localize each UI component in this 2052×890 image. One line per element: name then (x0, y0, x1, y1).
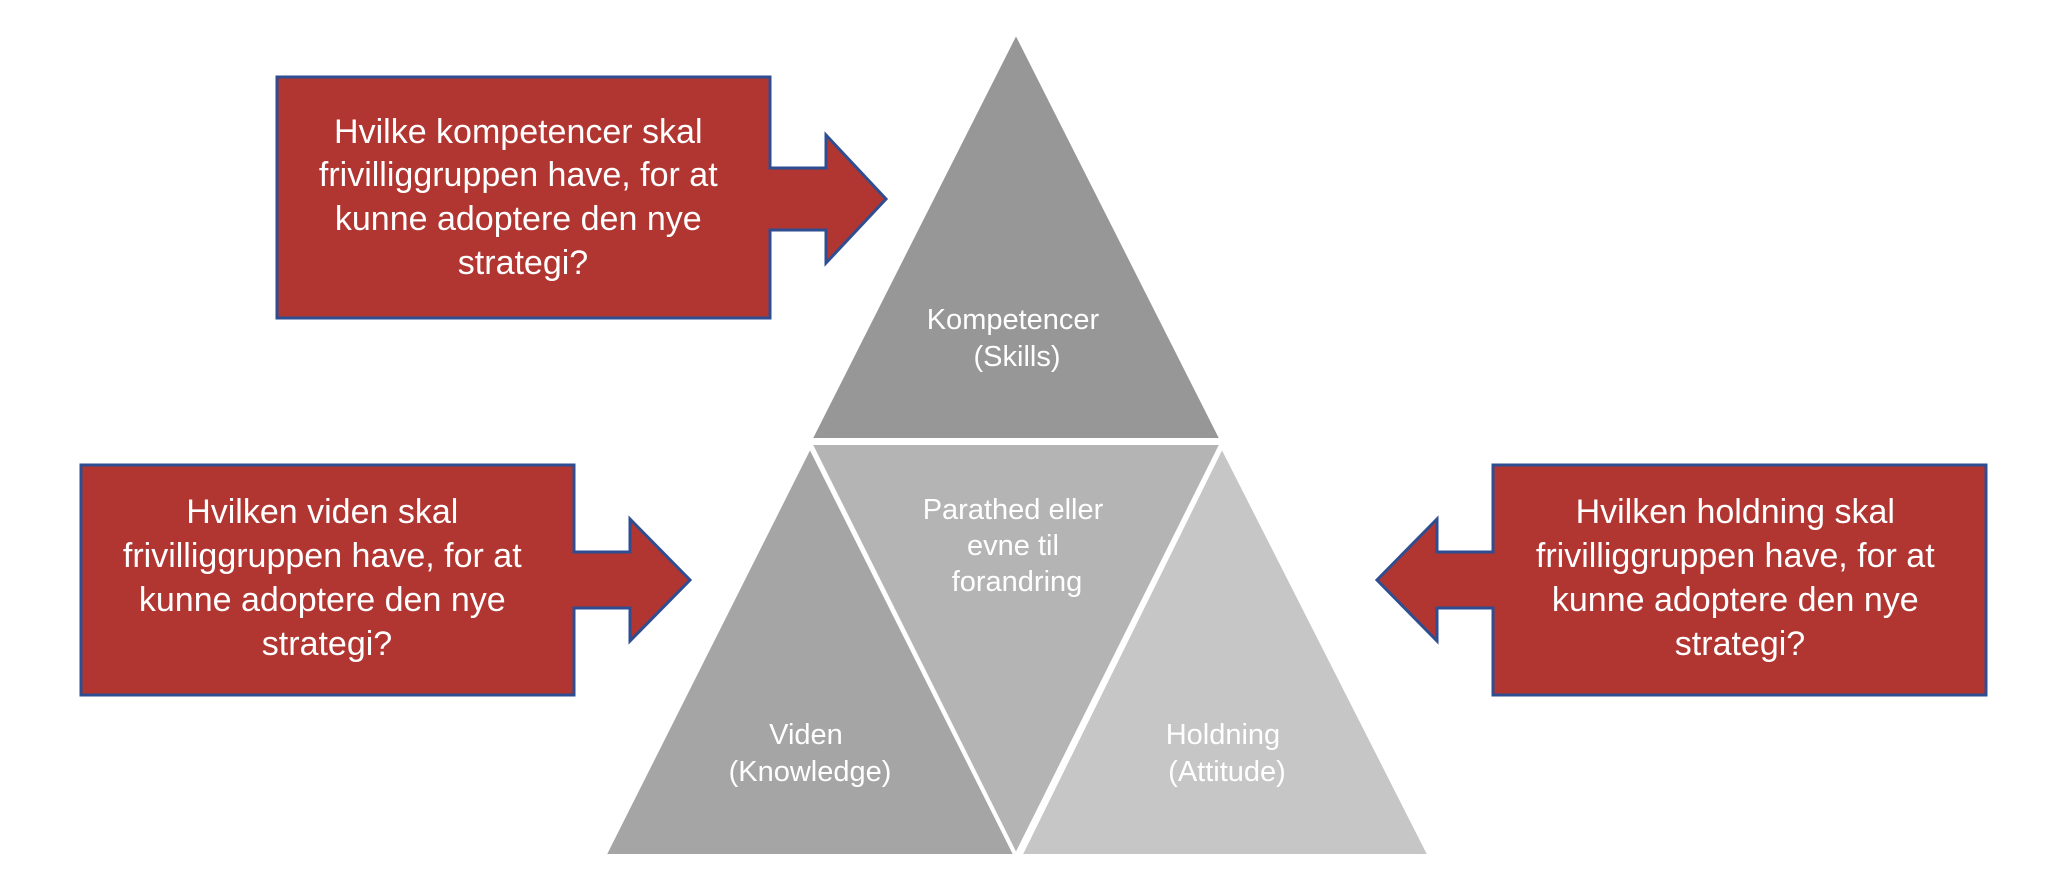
triangle-left-label-line2: (Knowledge) (729, 756, 892, 788)
callout-right-line4: strategi? (1675, 625, 1805, 663)
triangle-center-label-line2: evne til (967, 530, 1059, 562)
callout-right-line1: Hvilken holdning skal (1576, 493, 1895, 531)
callout-top-left-line2: frivilliggruppen have, for at (319, 156, 718, 194)
callout-top-left-line3: kunne adoptere den nye (335, 200, 702, 238)
triangle-top-label-line2: (Skills) (974, 341, 1061, 373)
triangle-top-skills (806, 27, 1226, 442)
callout-right-line3: kunne adoptere den nye (1552, 581, 1919, 619)
callout-left-line4: strategi? (262, 625, 392, 663)
triangle-center-readiness (806, 441, 1226, 861)
triangle-center-label-line3: forandring (952, 566, 1083, 598)
triangle-right-label-line2: (Attitude) (1168, 756, 1286, 788)
triangle-right-label-line1: Holdning (1166, 719, 1280, 751)
callout-top-left-line1: Hvilke kompetencer skal (334, 113, 702, 151)
callout-left-line1: Hvilken viden skal (186, 493, 458, 531)
callout-left-line3: kunne adoptere den nye (139, 581, 506, 619)
callout-right-line2: frivilliggruppen have, for at (1536, 537, 1935, 575)
triangle-left-label-line1: Viden (769, 719, 843, 751)
callout-top-left-text: Hvilke kompetencer skal frivilliggruppen… (319, 113, 727, 282)
callout-right-arrow-shape (1374, 463, 1988, 697)
triangle-right-label: Holdning (Attitude) (1166, 719, 1289, 788)
callout-right-text: Hvilken holdning skal frivilliggruppen h… (1536, 493, 1944, 663)
triangle-center-label-line1: Parathed eller (923, 494, 1104, 526)
callout-left-text: Hvilken viden skal frivilliggruppen have… (123, 493, 531, 663)
triangle-right-attitude (1016, 441, 1434, 858)
callout-top-left-arrow-shape (275, 75, 889, 320)
callout-left-line2: frivilliggruppen have, for at (123, 537, 522, 575)
triangle-top-label-line1: Kompetencer (927, 304, 1100, 336)
callout-top-left-skills-question: Hvilke kompetencer skal frivilliggruppen… (275, 75, 889, 320)
triangle-top-label: Kompetencer (Skills) (927, 304, 1108, 373)
callout-right-attitude-question: Hvilken holdning skal frivilliggruppen h… (1374, 463, 1988, 697)
callout-top-left-line4: strategi? (458, 244, 588, 282)
triangle-left-label: Viden (Knowledge) (729, 719, 892, 788)
triangle-center-label: Parathed eller evne til forandring (923, 494, 1112, 598)
callout-left-knowledge-question: Hvilken viden skal frivilliggruppen have… (79, 463, 693, 697)
callout-left-arrow-shape (79, 463, 693, 697)
